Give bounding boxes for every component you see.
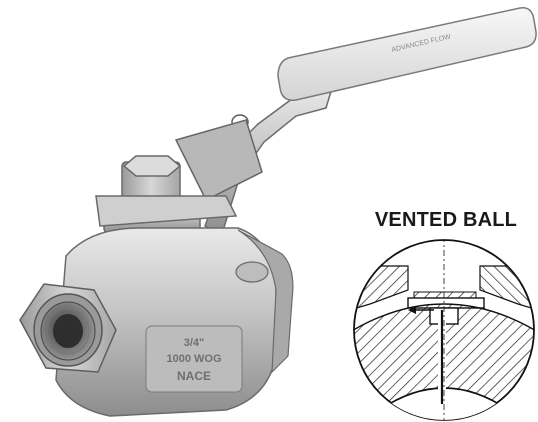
lever-bracket — [174, 119, 263, 202]
body-marking-nace: NACE — [177, 369, 211, 383]
lever-handle: ADVANCED FLOW — [204, 7, 537, 236]
hex-nut — [122, 155, 182, 177]
vent-arrow — [408, 306, 416, 314]
threaded-end-port — [19, 283, 117, 373]
valve-body: 3/4" 1000 WOG NACE — [55, 227, 294, 417]
vented-ball-section-diagram — [353, 239, 535, 421]
body-marking-pressure: 1000 WOG — [166, 353, 221, 365]
stem-assembly — [95, 119, 263, 235]
vented-ball-title: VENTED BALL — [374, 209, 518, 231]
body-marking-size: 3/4" — [184, 337, 205, 349]
